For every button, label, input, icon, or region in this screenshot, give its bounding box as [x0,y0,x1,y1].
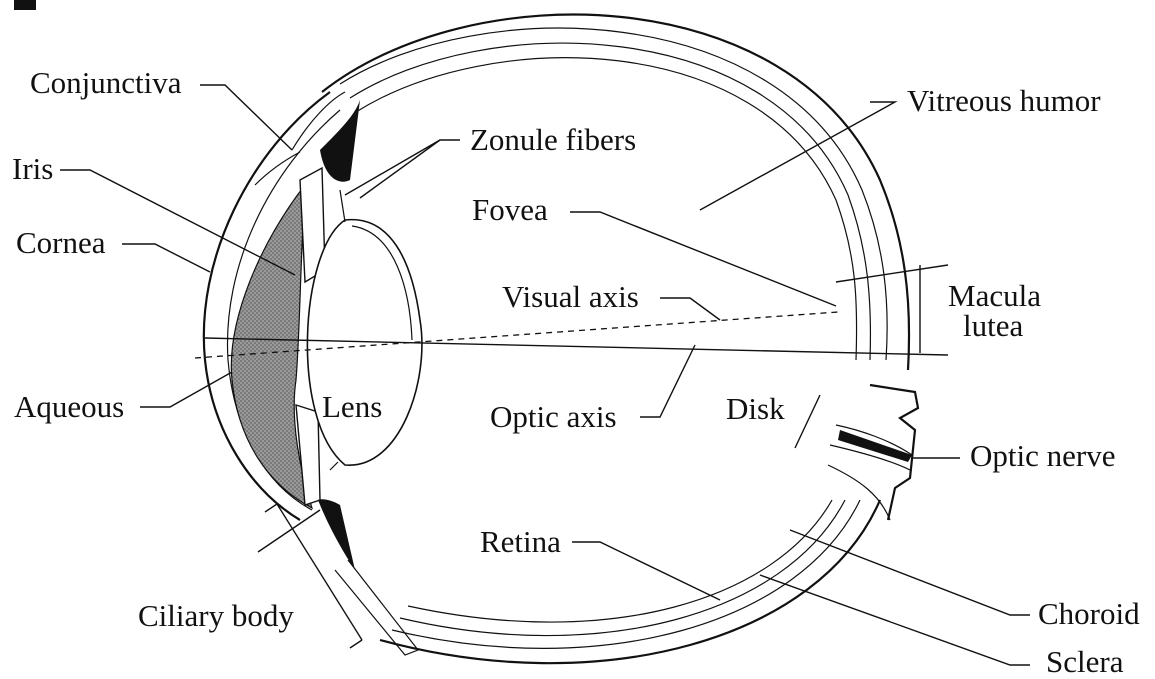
label-conjunctiva: Conjunctiva [30,65,182,100]
label-iris: Iris [12,151,53,186]
label-zonule-fibers: Zonule fibers [470,122,636,157]
aqueous-chamber [231,185,312,508]
label-optic-axis: Optic axis [490,399,617,434]
label-optic-nerve: Optic nerve [970,438,1115,473]
label-sclera: Sclera [1046,644,1124,679]
label-cornea: Cornea [16,225,106,260]
label-retina: Retina [480,524,561,559]
label-ciliary-body: Ciliary body [138,598,294,633]
label-aqueous: Aqueous [14,389,124,424]
label-visual-axis: Visual axis [502,279,639,314]
label-macula-lutea-line2: lutea [963,308,1023,343]
label-fovea: Fovea [472,192,548,227]
label-choroid: Choroid [1038,596,1140,631]
corner-mark [14,0,36,10]
label-disk: Disk [726,391,785,426]
optic-nerve [828,385,918,520]
label-lens: Lens [322,389,382,424]
leader-lines [60,85,1030,665]
label-vitreous-humor: Vitreous humor [907,83,1101,118]
